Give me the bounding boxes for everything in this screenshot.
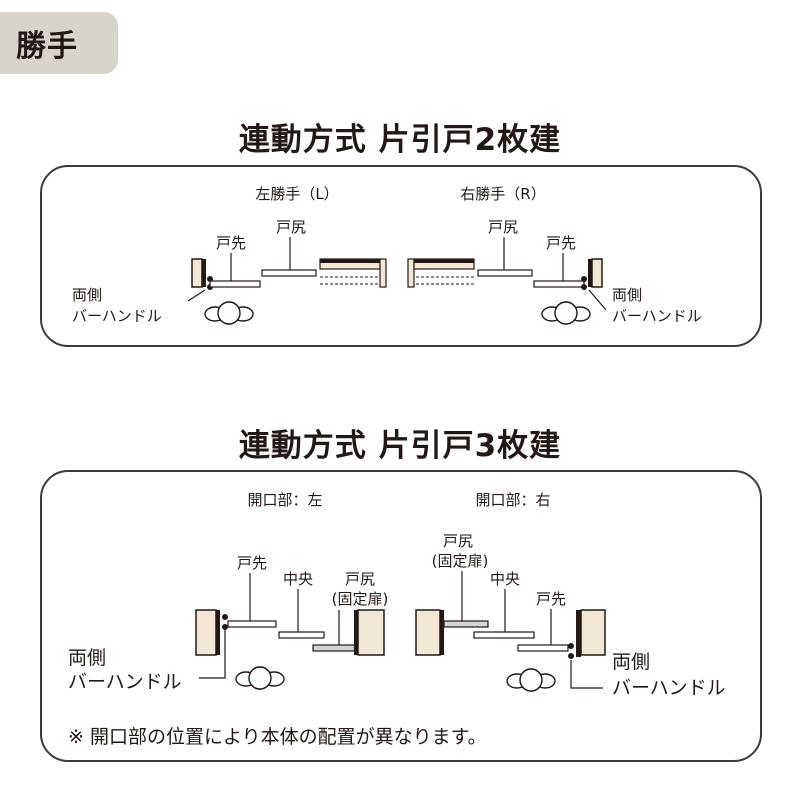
door-frame: [202, 259, 206, 287]
door-frame: [354, 610, 358, 655]
label-tosaki: 戸先: [237, 554, 267, 572]
handle-dot: [568, 653, 574, 659]
title-2-door: 連動方式 片引戸2枚建: [238, 122, 562, 158]
wall-jamb: [591, 258, 603, 288]
label-handle-line1: 両側: [612, 651, 650, 673]
door-frame: [588, 259, 592, 287]
sliding-door-middle: [473, 631, 535, 639]
leader-line: [570, 660, 603, 689]
sliding-door-front: [517, 644, 569, 652]
leader-line: [199, 630, 226, 679]
diagram-3door-left: 開口部：左 戸先 中央 戸尻 (固定扉) 両側 バーハンドル: [68, 491, 388, 693]
fixed-door: [443, 620, 489, 628]
pocket-frame: [320, 259, 380, 263]
person-icon: [506, 668, 556, 692]
heading-opening-left: 開口部：左: [247, 491, 322, 509]
wall-jamb: [580, 609, 606, 656]
wall-jamb: [191, 258, 203, 288]
handle-dot: [581, 284, 587, 290]
pocket-frame: [414, 259, 474, 263]
label-handle-line1: 両側: [612, 286, 642, 304]
heading-left-hand: 左勝手（L）: [255, 185, 338, 203]
badge-label: 勝手: [16, 29, 78, 64]
label-fixed-door: (固定扉): [332, 590, 389, 608]
diagram-2door-right: 右勝手（R） 戸尻 戸先 両側 バーハンドル: [407, 185, 702, 325]
sliding-door-rear: [261, 269, 317, 277]
handle-dot: [568, 643, 574, 649]
sliding-door-rear: [477, 269, 533, 277]
person-icon: [235, 666, 285, 690]
wall-jamb: [415, 609, 441, 656]
handle-dot: [222, 614, 228, 620]
label-tosaki: 戸先: [536, 590, 566, 608]
leader-line: [588, 289, 607, 311]
door-frame: [576, 610, 581, 657]
door-frame: [440, 610, 444, 655]
fixed-door: [312, 644, 359, 652]
person-icon: [541, 301, 591, 325]
label-tosaki: 戸先: [216, 234, 246, 252]
label-chuo: 中央: [490, 570, 520, 588]
label-handle-line2: バーハンドル: [68, 671, 182, 693]
label-chuo: 中央: [283, 570, 313, 588]
pocket-end: [379, 258, 387, 288]
sliding-door-front: [227, 620, 277, 628]
label-tojiri: 戸尻: [488, 218, 518, 236]
label-handle-line2: バーハンドル: [72, 307, 162, 325]
wall-jamb: [195, 609, 217, 656]
label-tosaki: 戸先: [546, 234, 576, 252]
panel-2-door: [40, 165, 762, 347]
label-handle-line2: バーハンドル: [612, 307, 702, 325]
label-tojiri: 戸尻: [276, 218, 306, 236]
door-frame: [216, 610, 220, 655]
label-fixed-door: (固定扉): [432, 552, 489, 570]
pocket-end: [407, 258, 415, 288]
label-handle-line2: バーハンドル: [612, 677, 726, 699]
label-handle-line1: 両側: [72, 286, 102, 304]
diagram-2door-left: 左勝手（L） 戸尻 戸先 両側 バーハンドル: [72, 185, 387, 325]
sliding-door-front: [533, 280, 585, 288]
title-3-door: 連動方式 片引戸3枚建: [238, 428, 562, 464]
heading-right-hand: 右勝手（R）: [460, 185, 545, 203]
handle-dot: [581, 276, 587, 282]
label-tojiri: 戸尻: [443, 532, 473, 550]
footnote: ※ 開口部の位置により本体の配置が異なります。: [68, 726, 487, 748]
leader-line: [187, 289, 206, 302]
sliding-door-front: [209, 280, 261, 288]
label-handle-line1: 両側: [68, 647, 106, 669]
heading-opening-right: 開口部：右: [475, 491, 550, 509]
section-badge: 勝手: [0, 12, 118, 74]
label-tojiri: 戸尻: [345, 570, 375, 588]
person-icon: [204, 301, 254, 325]
diagram-3door-right: 開口部：右 戸尻 (固定扉) 中央 戸先 両側 バーハンドル: [415, 491, 726, 699]
panel-3-door: [40, 470, 762, 762]
wall-jamb: [357, 609, 385, 656]
sliding-door-middle: [278, 631, 325, 639]
handle-dot: [222, 624, 228, 630]
